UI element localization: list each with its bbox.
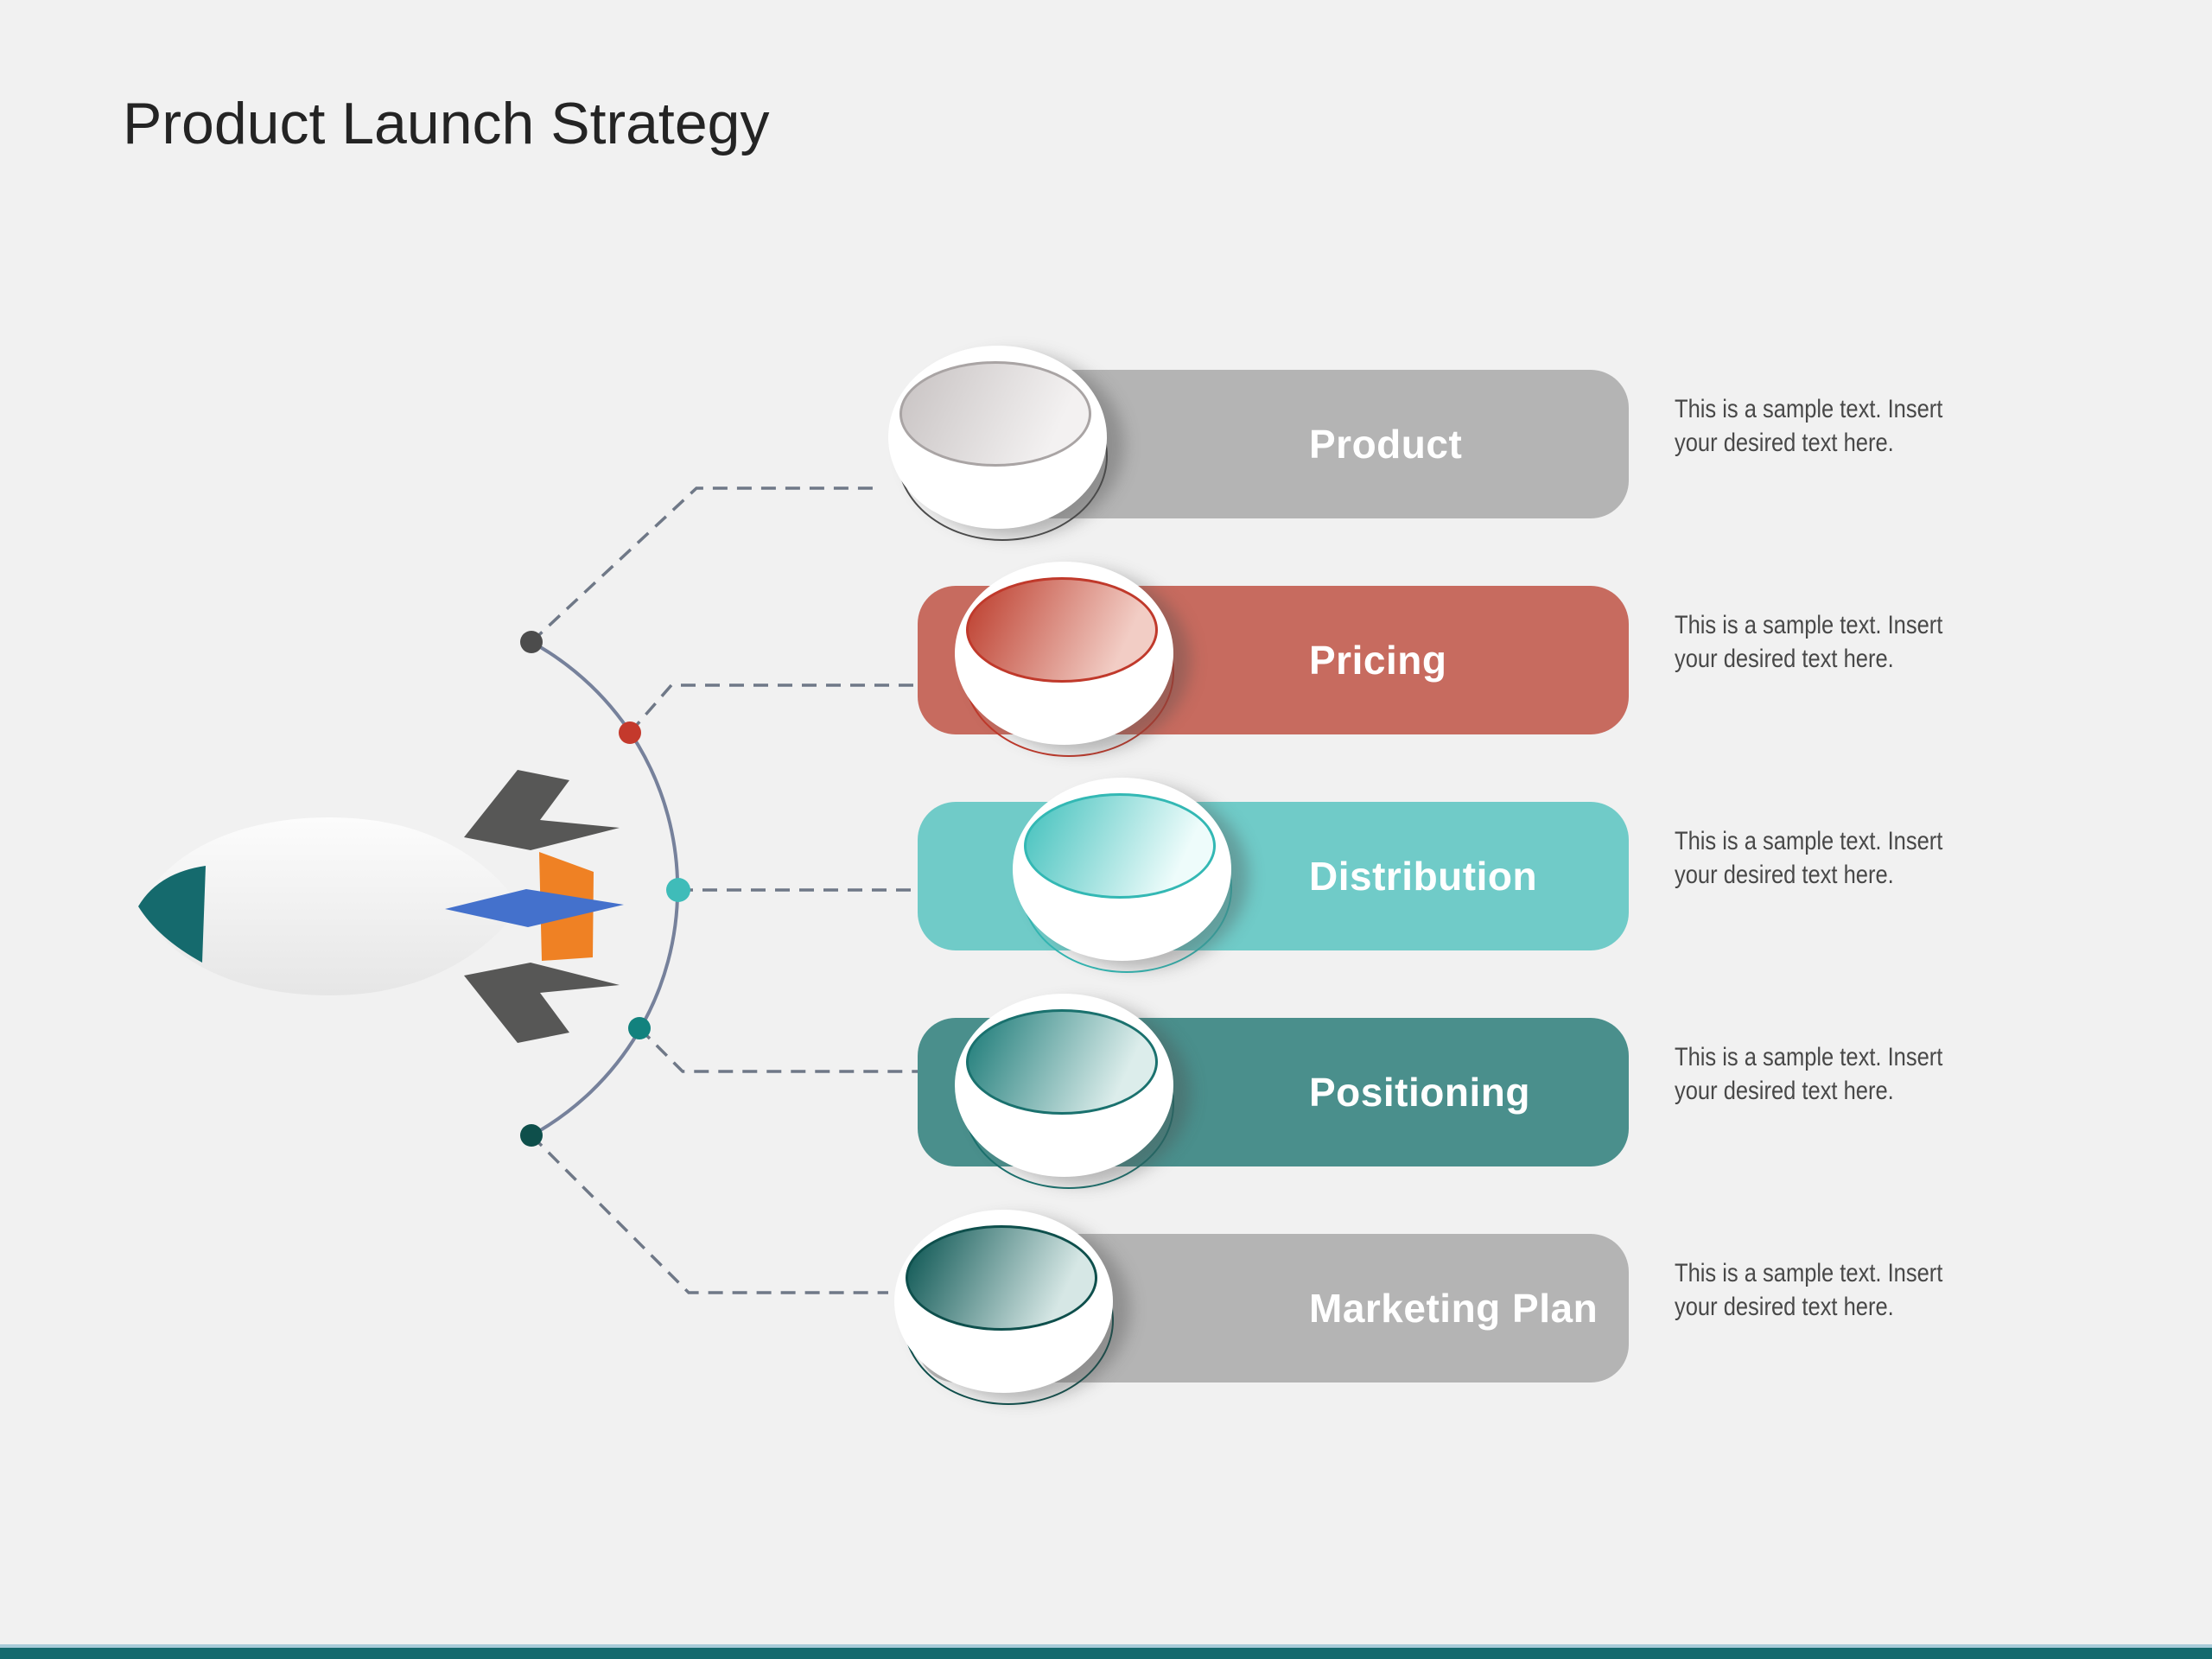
rocket-icon (138, 770, 624, 1043)
node-dot-distribution (666, 878, 690, 902)
button-3d-pricing (955, 562, 1174, 757)
pill-label: Distribution (1309, 854, 1538, 899)
footer-accent-bar (0, 1644, 2212, 1659)
node-dot-product (520, 631, 543, 653)
sample-text: This is a sample text. Insert your desir… (1675, 611, 1943, 673)
button-3d-product (888, 346, 1108, 541)
pill-label: Marketing Plan (1309, 1286, 1599, 1331)
button-face (966, 577, 1158, 683)
button-face (899, 361, 1091, 467)
sample-text: This is a sample text. Insert your desir… (1675, 1259, 1943, 1321)
page-title: Product Launch Strategy (123, 91, 770, 156)
button-3d-marketing-plan (894, 1210, 1114, 1405)
rocket-fin-bottom (464, 963, 620, 1043)
button-3d-positioning (955, 994, 1174, 1189)
rocket-fin-top (464, 770, 620, 850)
pill-label: Product (1309, 422, 1463, 467)
sample-text: This is a sample text. Insert your desir… (1675, 827, 1943, 889)
rocket-nose (138, 866, 206, 963)
connector-lines (530, 486, 920, 1294)
sample-text: This is a sample text. Insert your desir… (1675, 395, 1943, 457)
pill-label: Pricing (1309, 638, 1447, 683)
pill-label: Positioning (1309, 1070, 1530, 1115)
node-dot-marketing-plan (520, 1124, 543, 1147)
node-dot-positioning (628, 1017, 651, 1039)
button-face (966, 1009, 1158, 1115)
button-3d-distribution (1013, 778, 1232, 973)
rocket-body (140, 817, 519, 995)
launch-diagram (138, 486, 920, 1294)
button-face (906, 1225, 1097, 1331)
button-face (1024, 793, 1216, 899)
node-dot-pricing (619, 721, 641, 744)
sample-text: This is a sample text. Insert your desir… (1675, 1043, 1943, 1105)
rocket-flame-blue (445, 889, 624, 927)
arc-nodes (520, 631, 690, 1147)
